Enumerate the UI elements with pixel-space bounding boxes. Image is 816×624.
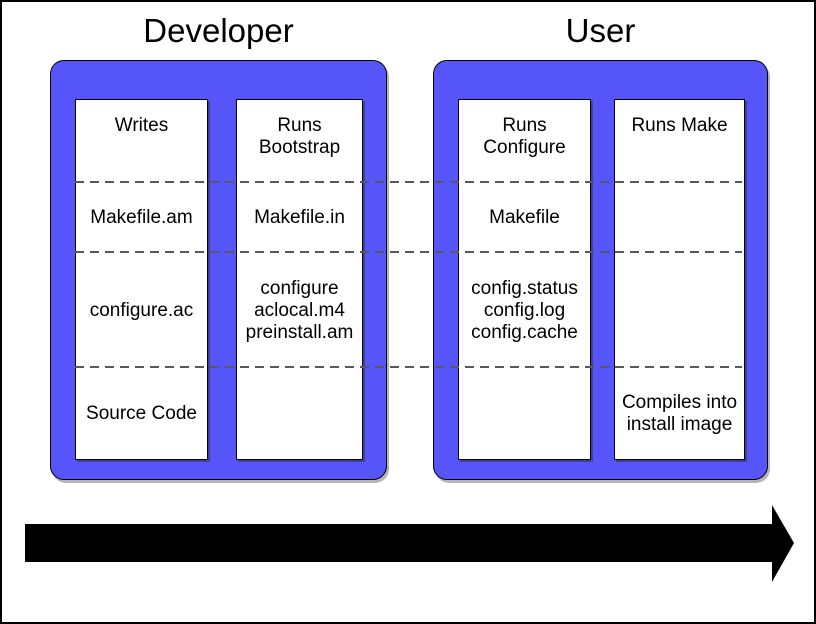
- developer-group: Writes Makefile.am configure.ac Source C…: [50, 60, 387, 480]
- user-title: User: [565, 12, 636, 49]
- cell-configure-files: configure aclocal.m4 preinstall.am: [245, 277, 354, 343]
- cell-writes: Writes: [114, 115, 169, 136]
- cell-compiles-into: Compiles into install image: [621, 391, 738, 435]
- cell-makefile-in: Makefile.in: [254, 207, 345, 228]
- arrow-shape: [25, 505, 794, 582]
- cell-runs-bootstrap: Runs Bootstrap: [258, 115, 341, 158]
- user-group: Runs Configure Makefile config.status co…: [433, 60, 768, 480]
- developer-title: Developer: [143, 12, 294, 49]
- cell-empty: [615, 183, 744, 253]
- developer-column-writes: Writes Makefile.am configure.ac Source C…: [75, 99, 208, 460]
- cell-configure-ac: configure.ac: [89, 299, 194, 321]
- user-column-make: Runs Make Compiles into install image: [614, 99, 745, 460]
- cell-runs-configure: Runs Configure: [483, 115, 566, 158]
- cell-makefile-am: Makefile.am: [90, 207, 193, 228]
- dashed-divider-2: [75, 251, 742, 253]
- dashed-divider-3: [75, 366, 742, 368]
- cell-runs-make: Runs Make: [631, 115, 728, 136]
- cell-makefile: Makefile: [489, 207, 560, 228]
- cell-empty: [459, 368, 590, 459]
- user-column-configure: Runs Configure Makefile config.status co…: [458, 99, 591, 460]
- cell-empty: [615, 253, 744, 368]
- cell-empty: [237, 368, 362, 459]
- cell-source-code: Source Code: [86, 402, 197, 424]
- dashed-divider-1: [75, 181, 742, 183]
- developer-column-bootstrap: Runs Bootstrap Makefile.in configure acl…: [236, 99, 363, 460]
- cell-config-files: config.status config.log config.cache: [471, 277, 578, 343]
